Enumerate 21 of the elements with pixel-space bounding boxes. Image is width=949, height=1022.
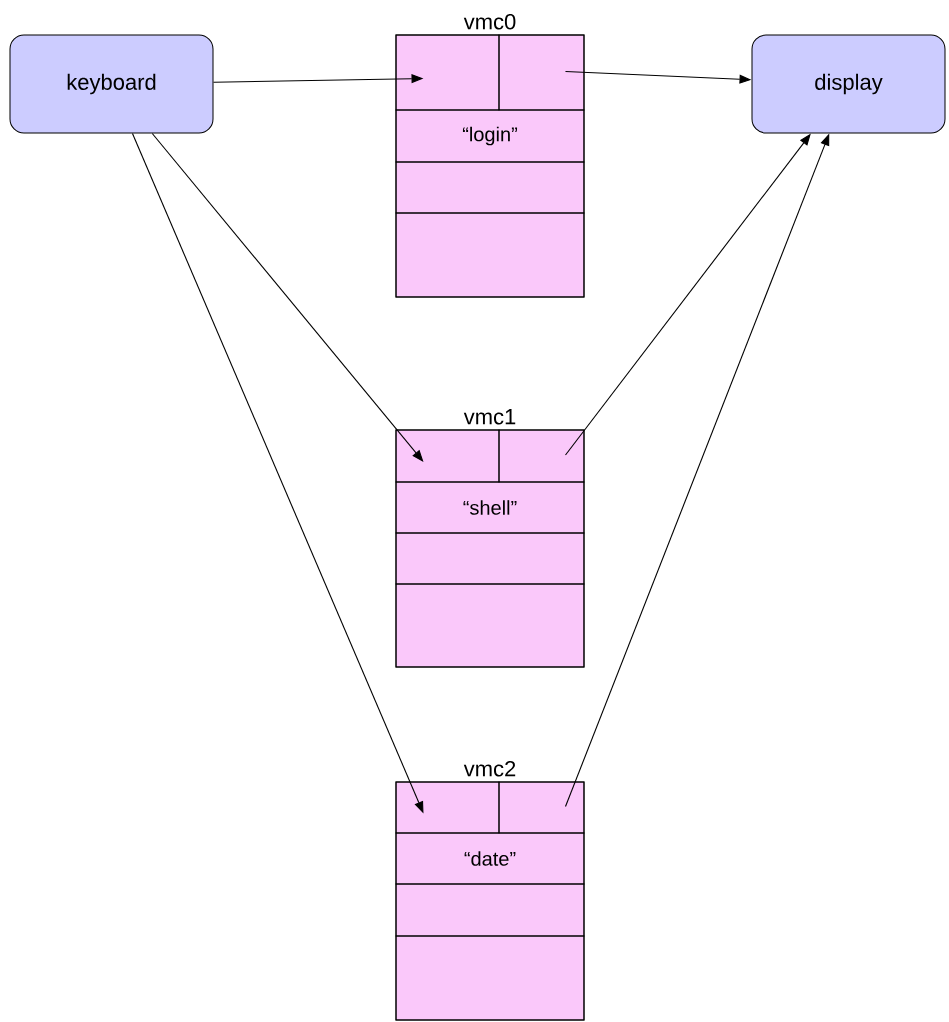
device-box: keyboard xyxy=(9,34,214,134)
memory-cell xyxy=(498,34,585,111)
memory-cell xyxy=(498,429,585,483)
memory-cell xyxy=(395,883,585,937)
memory-cell xyxy=(395,583,585,668)
node-label: vmc1 xyxy=(463,409,516,425)
node-label: vmc2 xyxy=(463,760,516,777)
node-label: vmc0 xyxy=(463,13,516,30)
memory-cell: “shell” xyxy=(395,481,585,534)
memory-cell xyxy=(395,429,500,483)
memory-cell xyxy=(395,34,500,111)
memory-cell xyxy=(395,161,585,214)
memory-cell: “date” xyxy=(395,832,585,885)
device-box: display xyxy=(751,34,946,134)
memory-cell xyxy=(498,781,585,834)
memory-cell xyxy=(395,532,585,585)
memory-cell: “login” xyxy=(395,109,585,163)
memory-cell xyxy=(395,212,585,298)
arrow xyxy=(151,132,424,462)
memory-cell xyxy=(395,781,500,834)
memory-cell xyxy=(395,935,585,1021)
